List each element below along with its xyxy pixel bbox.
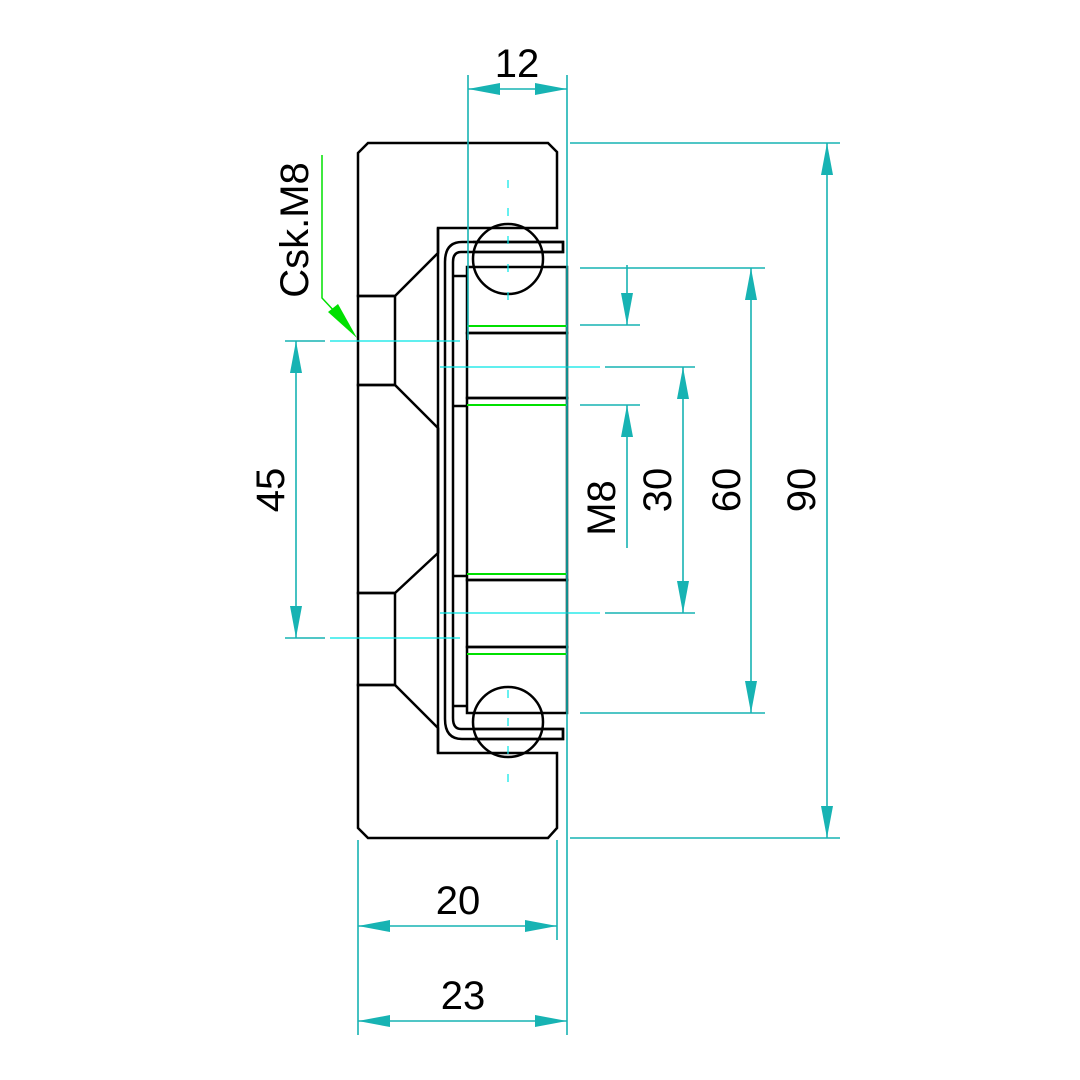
csk-leader — [321, 155, 357, 338]
dimension-lines — [285, 75, 840, 1035]
housing-body — [356, 141, 559, 840]
dim-label-45: 45 — [249, 468, 293, 513]
inner-block — [453, 265, 569, 715]
center-lines — [330, 180, 600, 800]
ball-bottom — [471, 685, 545, 759]
dim-label-60: 60 — [705, 468, 749, 513]
ball-top — [471, 222, 545, 296]
dim-label-30: 30 — [636, 468, 680, 513]
callout-csk-m8: Csk.M8 — [273, 162, 317, 298]
dim-label-90: 90 — [780, 468, 824, 513]
dim-label-12: 12 — [495, 42, 540, 86]
sheet-plate — [436, 228, 565, 753]
counterbore-bottom — [356, 591, 397, 687]
dim-label-23: 23 — [441, 974, 486, 1018]
thread-hole-top — [465, 331, 569, 400]
dim-label-m8: M8 — [580, 480, 624, 536]
dim-label-20: 20 — [436, 879, 481, 923]
